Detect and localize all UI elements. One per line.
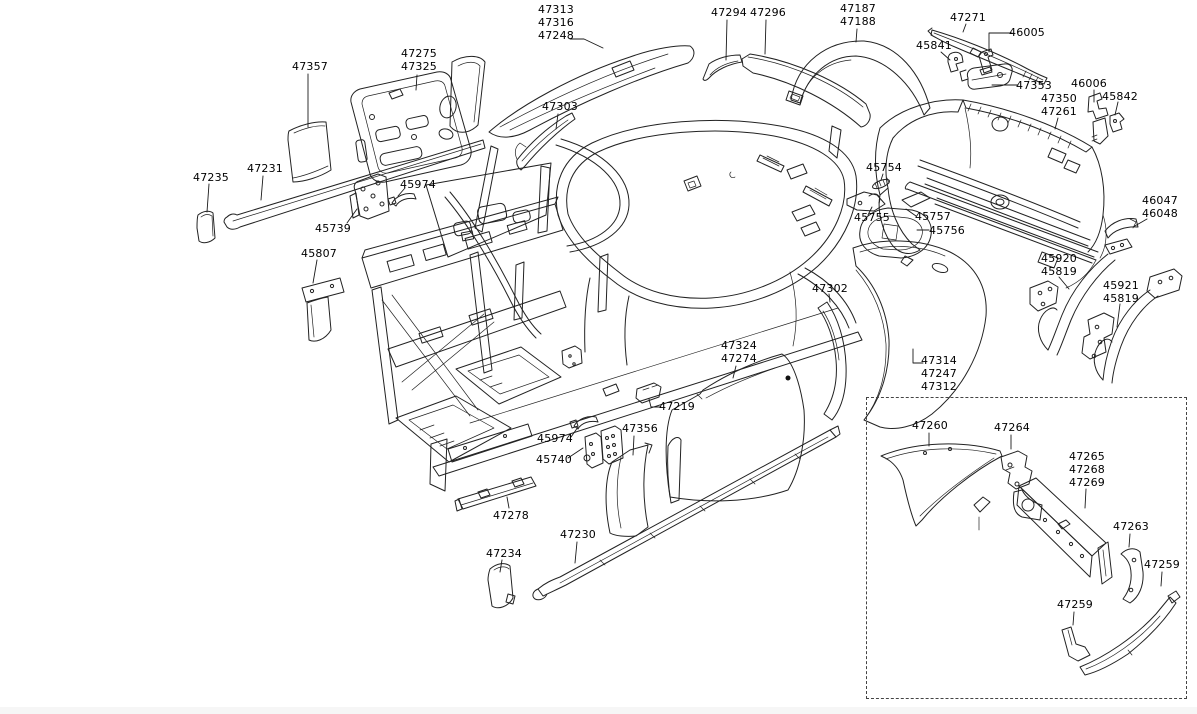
part-label-45740: 45740: [536, 453, 572, 466]
part-label-46005: 46005: [1009, 26, 1045, 39]
part-label-47324-47274: 47324 47274: [721, 339, 757, 365]
inset-box-frame: [866, 397, 1187, 699]
part-drawing-47259-lower: [1061, 626, 1091, 662]
part-label-47353: 47353: [1016, 79, 1052, 92]
part-label-45974-b: 45974: [537, 432, 573, 445]
part-drawing-45754: [872, 177, 890, 190]
part-label-47296: 47296: [750, 6, 786, 19]
part-drawing-47231: [223, 139, 486, 230]
part-label-45756: 45756: [929, 224, 965, 237]
part-drawing-45921: [1081, 268, 1183, 384]
part-label-47313-47316-47248: 47313 47316 47248: [538, 3, 574, 42]
part-label-47264: 47264: [994, 421, 1030, 434]
part-drawing-45757: [901, 191, 931, 208]
part-label-47259-upper: 47259: [1144, 558, 1180, 571]
part-drawing-45755: [846, 191, 886, 212]
part-drawing-45841: [947, 51, 964, 73]
part-drawing-47314: [852, 240, 987, 429]
part-drawing-45920: [1029, 238, 1133, 356]
part-label-47231: 47231: [247, 162, 283, 175]
part-drawing-46047: [1104, 218, 1139, 239]
part-drawing-47324: [665, 353, 805, 502]
part-drawing-47271: [927, 27, 1048, 85]
part-label-47314-47247-47312: 47314 47247 47312: [921, 354, 957, 393]
part-label-45842: 45842: [1102, 90, 1138, 103]
part-drawing-45739: [349, 173, 390, 220]
part-drawing-47264: [1000, 450, 1033, 490]
part-label-47259-lower: 47259: [1057, 598, 1093, 611]
part-drawing-47265: [1012, 477, 1113, 585]
part-label-47219: 47219: [659, 400, 695, 413]
part-label-45920-45819: 45920 45819: [1041, 252, 1077, 278]
part-label-47275-47325: 47275 47325: [401, 47, 437, 73]
part-drawing-45807: [301, 277, 345, 342]
part-drawing-47356: [605, 437, 682, 537]
part-drawing-47275: [350, 71, 472, 183]
part-drawing-47263: [1120, 548, 1144, 604]
part-drawing-47357: [287, 121, 332, 183]
part-label-45739: 45739: [315, 222, 351, 235]
part-label-47260: 47260: [912, 419, 948, 432]
part-label-46006: 46006: [1071, 77, 1107, 90]
part-drawing-47230: [532, 425, 841, 601]
part-drawing-47187: [790, 40, 931, 116]
part-label-47234: 47234: [486, 547, 522, 560]
part-label-47302: 47302: [812, 282, 848, 295]
page-bottom-strip: [0, 707, 1197, 714]
part-drawing-47235: [196, 210, 216, 244]
part-label-47356: 47356: [622, 422, 658, 435]
part-label-45757: 45757: [915, 210, 951, 223]
part-drawing-47296: [741, 53, 871, 159]
part-drawing-47259-upper: [1079, 590, 1181, 676]
part-drawing-46005: [978, 48, 994, 76]
part-drawing-45974-b: [569, 416, 599, 430]
part-drawing-47350: [875, 99, 1107, 289]
part-label-47350-47261: 47350 47261: [1041, 92, 1077, 118]
part-label-47271: 47271: [950, 11, 986, 24]
part-label-47263: 47263: [1113, 520, 1149, 533]
part-label-47235: 47235: [193, 171, 229, 184]
part-label-45755: 45755: [854, 211, 890, 224]
part-label-47278: 47278: [493, 509, 529, 522]
part-drawing-47302: [817, 301, 847, 421]
part-drawing-47303: [514, 112, 576, 171]
part-label-45921-45819: 45921 45819: [1103, 279, 1139, 305]
part-drawing-46006: [1087, 92, 1109, 145]
part-drawing-45756: [859, 207, 932, 267]
part-label-47265-47268-47269: 47265 47268 47269: [1069, 450, 1105, 489]
part-label-45807: 45807: [301, 247, 337, 260]
part-drawing-47353: [959, 63, 1013, 90]
leader-lines: [206, 19, 1163, 626]
part-label-47187-47188: 47187 47188: [840, 2, 876, 28]
part-drawing-45842: [1109, 112, 1125, 133]
part-drawing-47234: [487, 563, 516, 609]
part-label-45974-a: 45974: [400, 178, 436, 191]
part-label-47294: 47294: [711, 6, 747, 19]
part-label-47303: 47303: [542, 100, 578, 113]
part-drawing-47260: [880, 443, 1003, 531]
part-label-45754: 45754: [866, 161, 902, 174]
part-drawing-47278: [454, 476, 537, 512]
part-drawing-45740: [583, 425, 624, 469]
part-drawing-47313: [449, 45, 695, 138]
part-drawing-47219: [635, 382, 662, 404]
part-label-45841: 45841: [916, 39, 952, 52]
part-drawing-main-body-tub: [361, 119, 863, 492]
part-label-47230: 47230: [560, 528, 596, 541]
part-label-47357: 47357: [292, 60, 328, 73]
part-drawing-45974-a: [387, 193, 417, 207]
part-drawing-47294: [702, 54, 743, 81]
part-label-46047-46048: 46047 46048: [1142, 194, 1178, 220]
